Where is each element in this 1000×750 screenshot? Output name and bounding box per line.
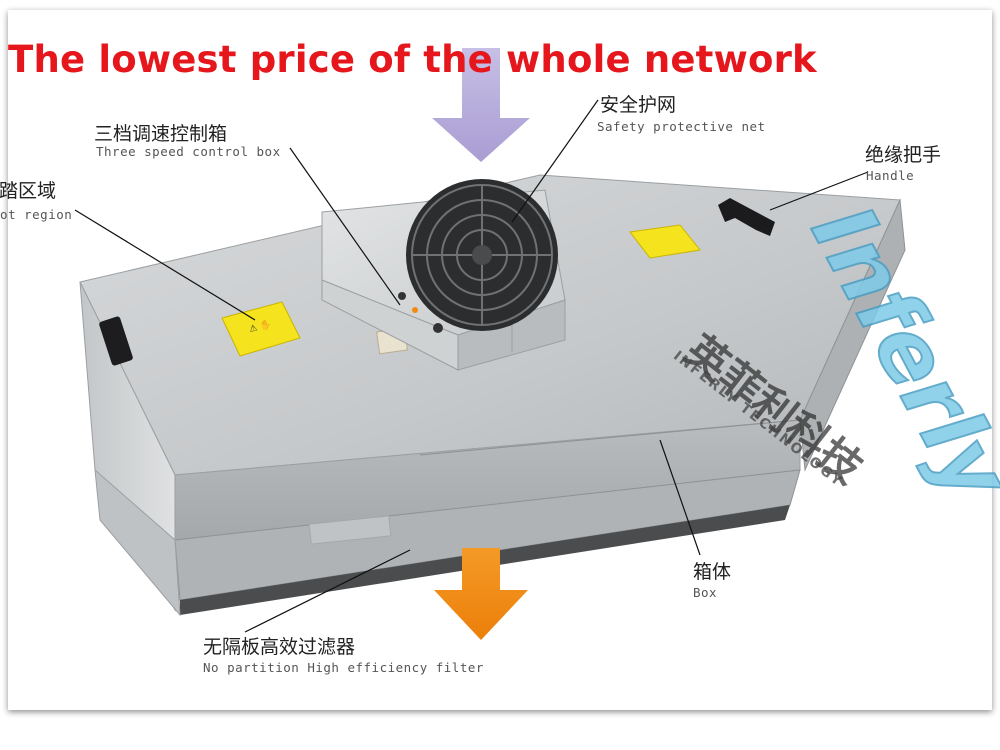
net-label-cn: 安全护网 (600, 94, 677, 116)
headline: The lowest price of the whole network (8, 38, 817, 81)
handle-label-cn: 绝缘把手 (865, 144, 942, 166)
fan-icon (406, 179, 558, 331)
filter-label-en: No partition High efficiency filter (203, 660, 484, 675)
control-box-label-cn: 三档调速控制箱 (94, 123, 228, 145)
filter-label-cn: 无隔板高效过滤器 (203, 636, 356, 658)
arrow-down-icon (432, 48, 530, 162)
foot-region-label-cn: 脚踏区域 (0, 180, 57, 202)
control-box-label-en: Three speed control box (96, 144, 281, 159)
handle-label-en: Handle (866, 168, 915, 183)
foot-region-label-en: Foot region (0, 207, 73, 222)
net-label-en: Safety protective net (597, 119, 766, 134)
box-label-cn: 箱体 (693, 561, 732, 583)
handle-icon (99, 316, 133, 366)
warning-sticker-icon (629, 224, 701, 259)
box-label-en: Box (693, 585, 718, 600)
arrow-down-icon (434, 548, 528, 640)
callout-leaders (74, 99, 869, 633)
handle-icon (718, 198, 775, 236)
warning-sticker-icon: ⚠ ✋ (221, 301, 301, 357)
